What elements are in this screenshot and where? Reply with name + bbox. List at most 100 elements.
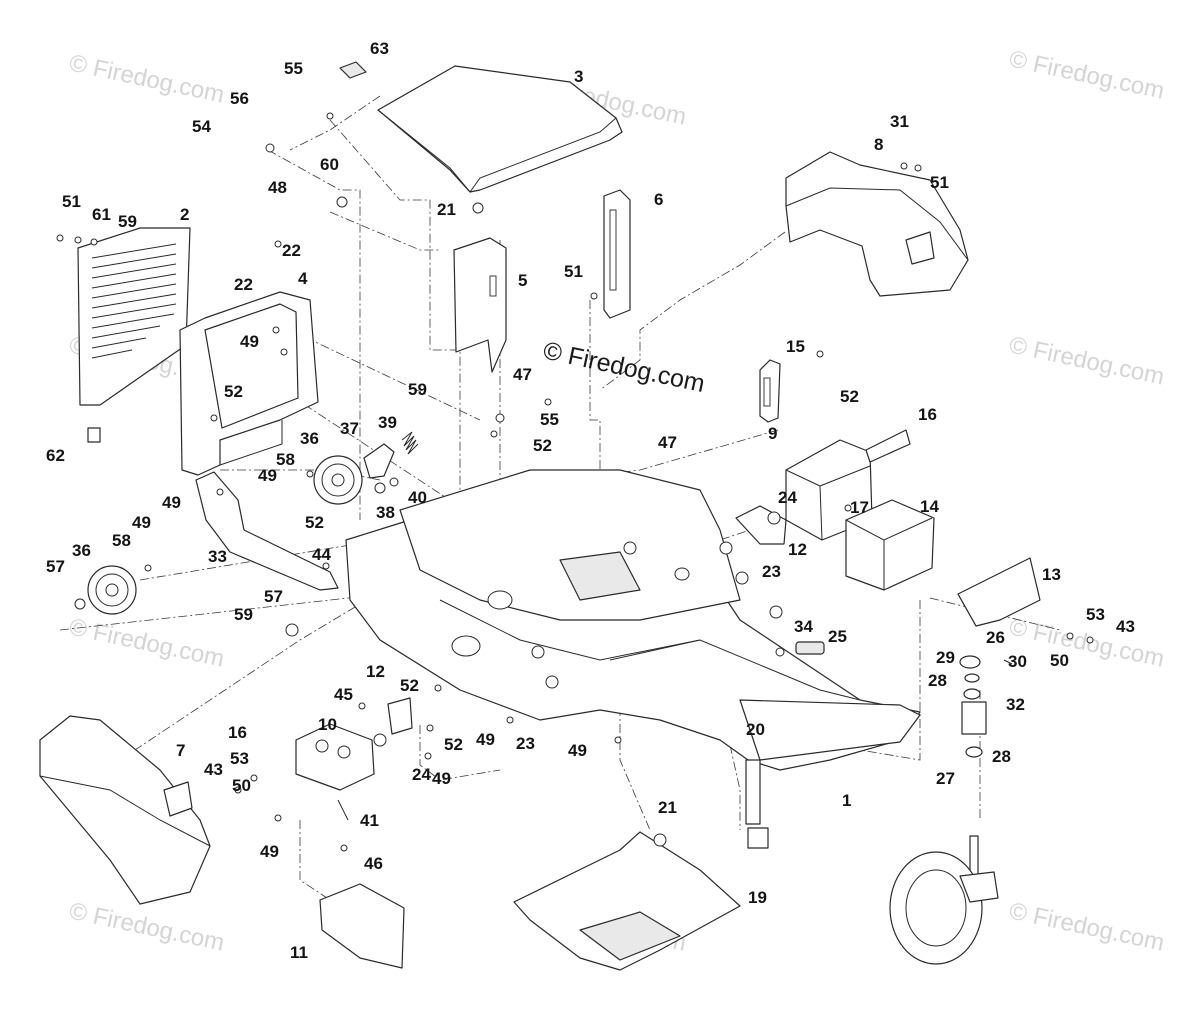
part-15-post (759, 359, 781, 423)
part-13-wedge-bracket (957, 557, 1041, 627)
part-callouts: 63 55 3 56 54 31 8 60 51 48 6 51 21 2 61… (46, 39, 1135, 962)
watermark-bottom-left: © Firedog.com (67, 897, 227, 956)
frame-post-bottom (747, 827, 769, 849)
part-40-bushing (389, 477, 399, 487)
part-12-bracket (735, 505, 787, 545)
callout-23: 23 (516, 734, 535, 753)
callout-49: 49 (568, 741, 587, 760)
part-26-cap (959, 655, 981, 669)
part-23-bushing (719, 541, 733, 555)
part-41-lever (337, 799, 349, 821)
part-28-bearing-lower (965, 746, 983, 758)
left-fender-fold (39, 775, 211, 847)
callout-49: 49 (432, 769, 451, 788)
part-21-knob-lower (653, 833, 667, 847)
callout-60: 60 (320, 155, 339, 174)
callout-21: 21 (658, 798, 677, 817)
right-fender-tab (905, 231, 935, 265)
floor-pan-body (513, 831, 741, 971)
part-57-washer (285, 623, 299, 637)
part-36-pulley-upper (313, 455, 363, 505)
callout-26: 26 (986, 628, 1005, 647)
side-bracket-flange (219, 420, 283, 466)
callout-7: 7 (176, 741, 185, 760)
callout-8: 8 (874, 135, 883, 154)
leader-line (559, 429, 779, 481)
callout-40: 40 (408, 488, 427, 507)
part-28-bearing (963, 688, 981, 700)
callout-55: 55 (540, 410, 559, 429)
callout-30: 30 (1008, 652, 1027, 671)
callout-28: 28 (928, 671, 947, 690)
callout-56: 56 (230, 89, 249, 108)
callout-16: 16 (228, 723, 247, 742)
part-44-screw (322, 562, 330, 570)
callout-31: 31 (890, 112, 909, 131)
callout-28: 28 (992, 747, 1011, 766)
part-58-nut (306, 470, 314, 478)
callout-55: 55 (284, 59, 303, 78)
callout-51: 51 (930, 173, 949, 192)
part-36-pulley-lower (87, 565, 137, 615)
control-plate-body (295, 723, 375, 791)
callout-48: 48 (268, 178, 287, 197)
part-1-main-frame (345, 469, 921, 849)
callout-11: 11 (290, 943, 308, 962)
leader-line (929, 597, 1061, 631)
callout-3: 3 (574, 67, 583, 86)
callout-59: 59 (234, 605, 253, 624)
part-10-control-plate (295, 723, 375, 791)
leader-line (589, 300, 601, 470)
callout-5: 5 (518, 271, 527, 290)
callout-46: 46 (364, 854, 383, 873)
callout-4: 4 (298, 269, 308, 288)
frame-side-rail (439, 599, 701, 661)
leader-line (329, 211, 440, 251)
leader-line (729, 744, 741, 830)
part-57-washer (74, 598, 86, 610)
callout-49: 49 (162, 493, 181, 512)
callout-59: 59 (118, 212, 137, 231)
wedge-edge (957, 593, 977, 627)
bin-rim (883, 517, 933, 541)
callout-19: 19 (748, 888, 767, 907)
part-63-decal (339, 61, 367, 79)
part-14-bin (845, 499, 935, 591)
frame-hole (487, 590, 513, 610)
callout-47: 47 (513, 365, 532, 384)
center-watermark: © Firedog.com (541, 336, 708, 398)
part-34-nut (775, 647, 785, 657)
callout-34: 34 (794, 617, 813, 636)
part-22-screw (274, 240, 282, 248)
callout-49: 49 (476, 730, 495, 749)
callout-29: 29 (936, 648, 955, 667)
callout-36: 36 (72, 541, 91, 560)
callout-52: 52 (305, 513, 324, 532)
part-16-strip (865, 429, 911, 463)
callout-61: 61 (92, 205, 111, 224)
callout-45: 45 (334, 685, 353, 704)
leader-line (419, 725, 501, 781)
spring-coil (401, 431, 419, 455)
top-cover-fold (377, 109, 471, 193)
strap-body (195, 471, 339, 591)
callout-22: 22 (282, 241, 301, 260)
callout-37: 37 (340, 419, 359, 438)
callout-33: 33 (208, 547, 227, 566)
callout-36: 36 (300, 429, 319, 448)
bin-body (845, 499, 935, 591)
vent-slots (91, 243, 177, 359)
leader-line (289, 329, 481, 421)
callout-17: 17 (850, 498, 869, 517)
front-caster-assembly (889, 655, 1013, 965)
frame-hole (623, 541, 637, 555)
part-27-spindle (969, 835, 979, 877)
callout-20: 20 (746, 720, 765, 739)
front-axle-plate (739, 699, 921, 761)
part-23-bushing (531, 645, 545, 659)
callout-51: 51 (62, 192, 81, 211)
part-24-grommet (767, 511, 781, 525)
part-25-grommet (795, 641, 825, 655)
bracket-6-slot (609, 209, 617, 291)
